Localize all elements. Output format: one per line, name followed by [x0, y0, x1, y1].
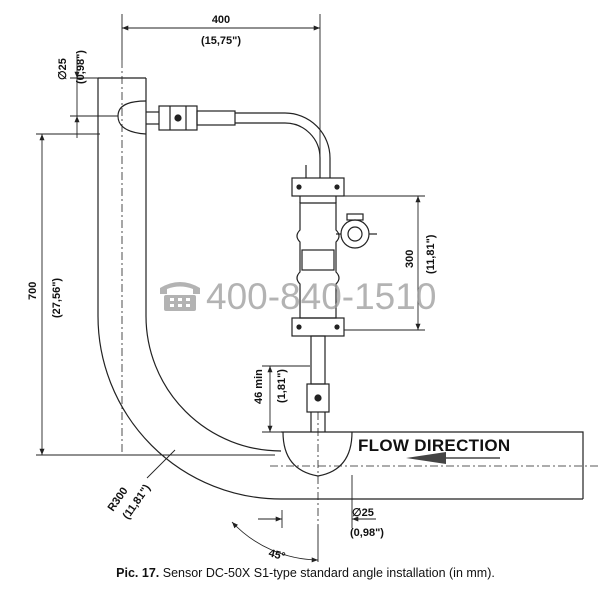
caption-text: Sensor DC-50X S1-type standard angle ins…	[162, 566, 495, 580]
dia-bottom-in-label: (0,98")	[350, 527, 384, 539]
figure-caption: Pic. 17. Sensor DC-50X S1-type standard …	[0, 566, 611, 580]
dia-bottom-mm-label: ∅25	[352, 507, 374, 519]
min-mm-label: 46 min	[253, 369, 265, 404]
lower-tube	[310, 335, 326, 385]
sensor-mm-label: 300	[404, 250, 416, 268]
horizontal-pipe-top	[281, 431, 584, 499]
lower-dome	[282, 431, 353, 477]
telephone-icon	[160, 282, 200, 311]
width-mm-label: 400	[212, 14, 230, 26]
flow-direction-label: FLOW DIRECTION	[358, 436, 510, 455]
tube-bend-inner	[284, 122, 321, 178]
upper-flange	[291, 177, 345, 197]
radius-in-label: (11,81")	[121, 482, 154, 521]
min-in-label: (1,81")	[276, 369, 288, 403]
angle-label: 45°	[267, 547, 286, 563]
caption-label: Pic. 17.	[116, 566, 160, 580]
sensor-in-label: (11,81")	[425, 234, 437, 274]
bent-pipe-outer	[97, 78, 583, 500]
dia-top-in-label: (0,98")	[75, 50, 87, 84]
dia-top-mm-label: ∅25	[57, 58, 69, 80]
sensor-head	[340, 219, 370, 249]
bent-pipe-inner	[145, 78, 282, 452]
watermark: 400-840-1510	[160, 276, 436, 317]
tube-bend-outer	[284, 112, 331, 178]
width-in-label: (15,75")	[201, 35, 241, 47]
flow-arrow	[406, 452, 500, 464]
watermark-number: 400-840-1510	[206, 276, 436, 317]
height-mm-label: 700	[27, 282, 39, 300]
height-in-label: (27,56")	[51, 278, 63, 318]
upper-tube	[196, 110, 236, 126]
